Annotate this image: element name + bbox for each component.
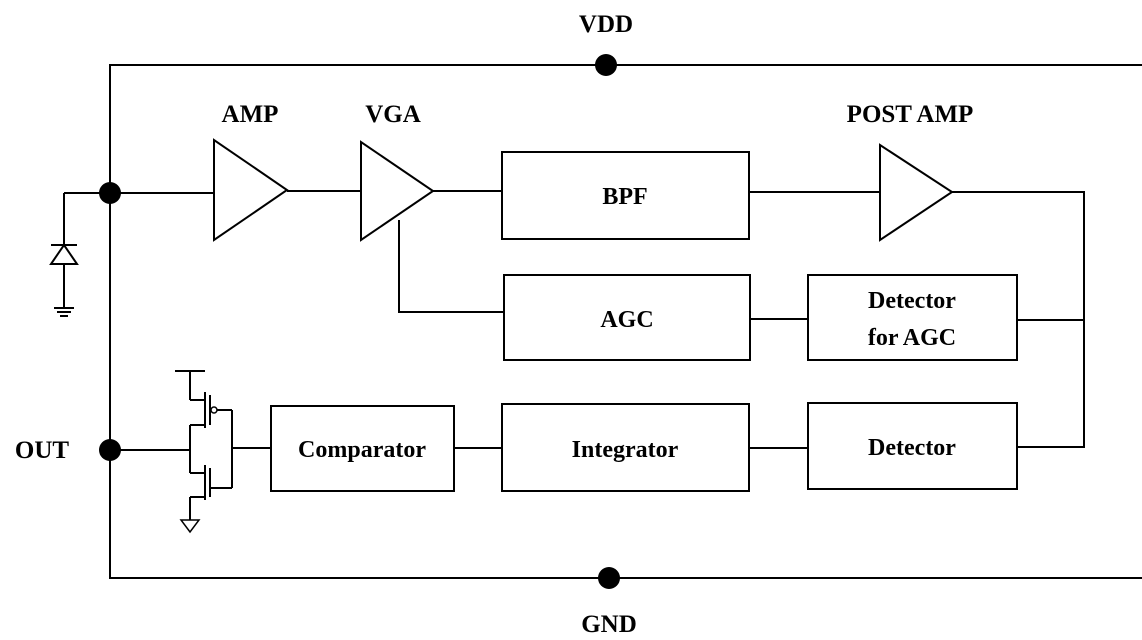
vdd-rail (109, 64, 1142, 579)
post-amp-triangle (879, 143, 954, 242)
amp-label: AMP (222, 101, 279, 128)
transistor-icon (110, 370, 233, 534)
photodiode-icon (49, 192, 110, 317)
bpf-label: BPF (602, 184, 647, 210)
vga-triangle (360, 140, 435, 242)
detector-label: Detector (868, 435, 956, 461)
detector-agc-label-line1: Detector (868, 288, 956, 314)
bpf-block (501, 151, 750, 240)
agc-block (503, 274, 751, 361)
amp-triangle (213, 138, 289, 242)
agc-label: AGC (600, 307, 653, 333)
gnd-label: GND (581, 611, 637, 638)
post-amp-label: POST AMP (847, 101, 974, 128)
gnd-terminal (598, 567, 620, 589)
vga-label: VGA (365, 101, 421, 128)
detector-agc-label-line2: for AGC (868, 325, 956, 351)
vdd-terminal (595, 54, 617, 76)
vdd-label: VDD (579, 11, 633, 38)
wire-vga-agc (398, 220, 504, 313)
chip-outline (109, 64, 1142, 579)
integrator-label: Integrator (572, 437, 679, 463)
comparator-label: Comparator (298, 437, 426, 463)
detector-block (807, 402, 1018, 490)
out-label: OUT (15, 437, 70, 464)
detector-agc-block (807, 274, 1018, 361)
integrator-block (501, 403, 750, 492)
